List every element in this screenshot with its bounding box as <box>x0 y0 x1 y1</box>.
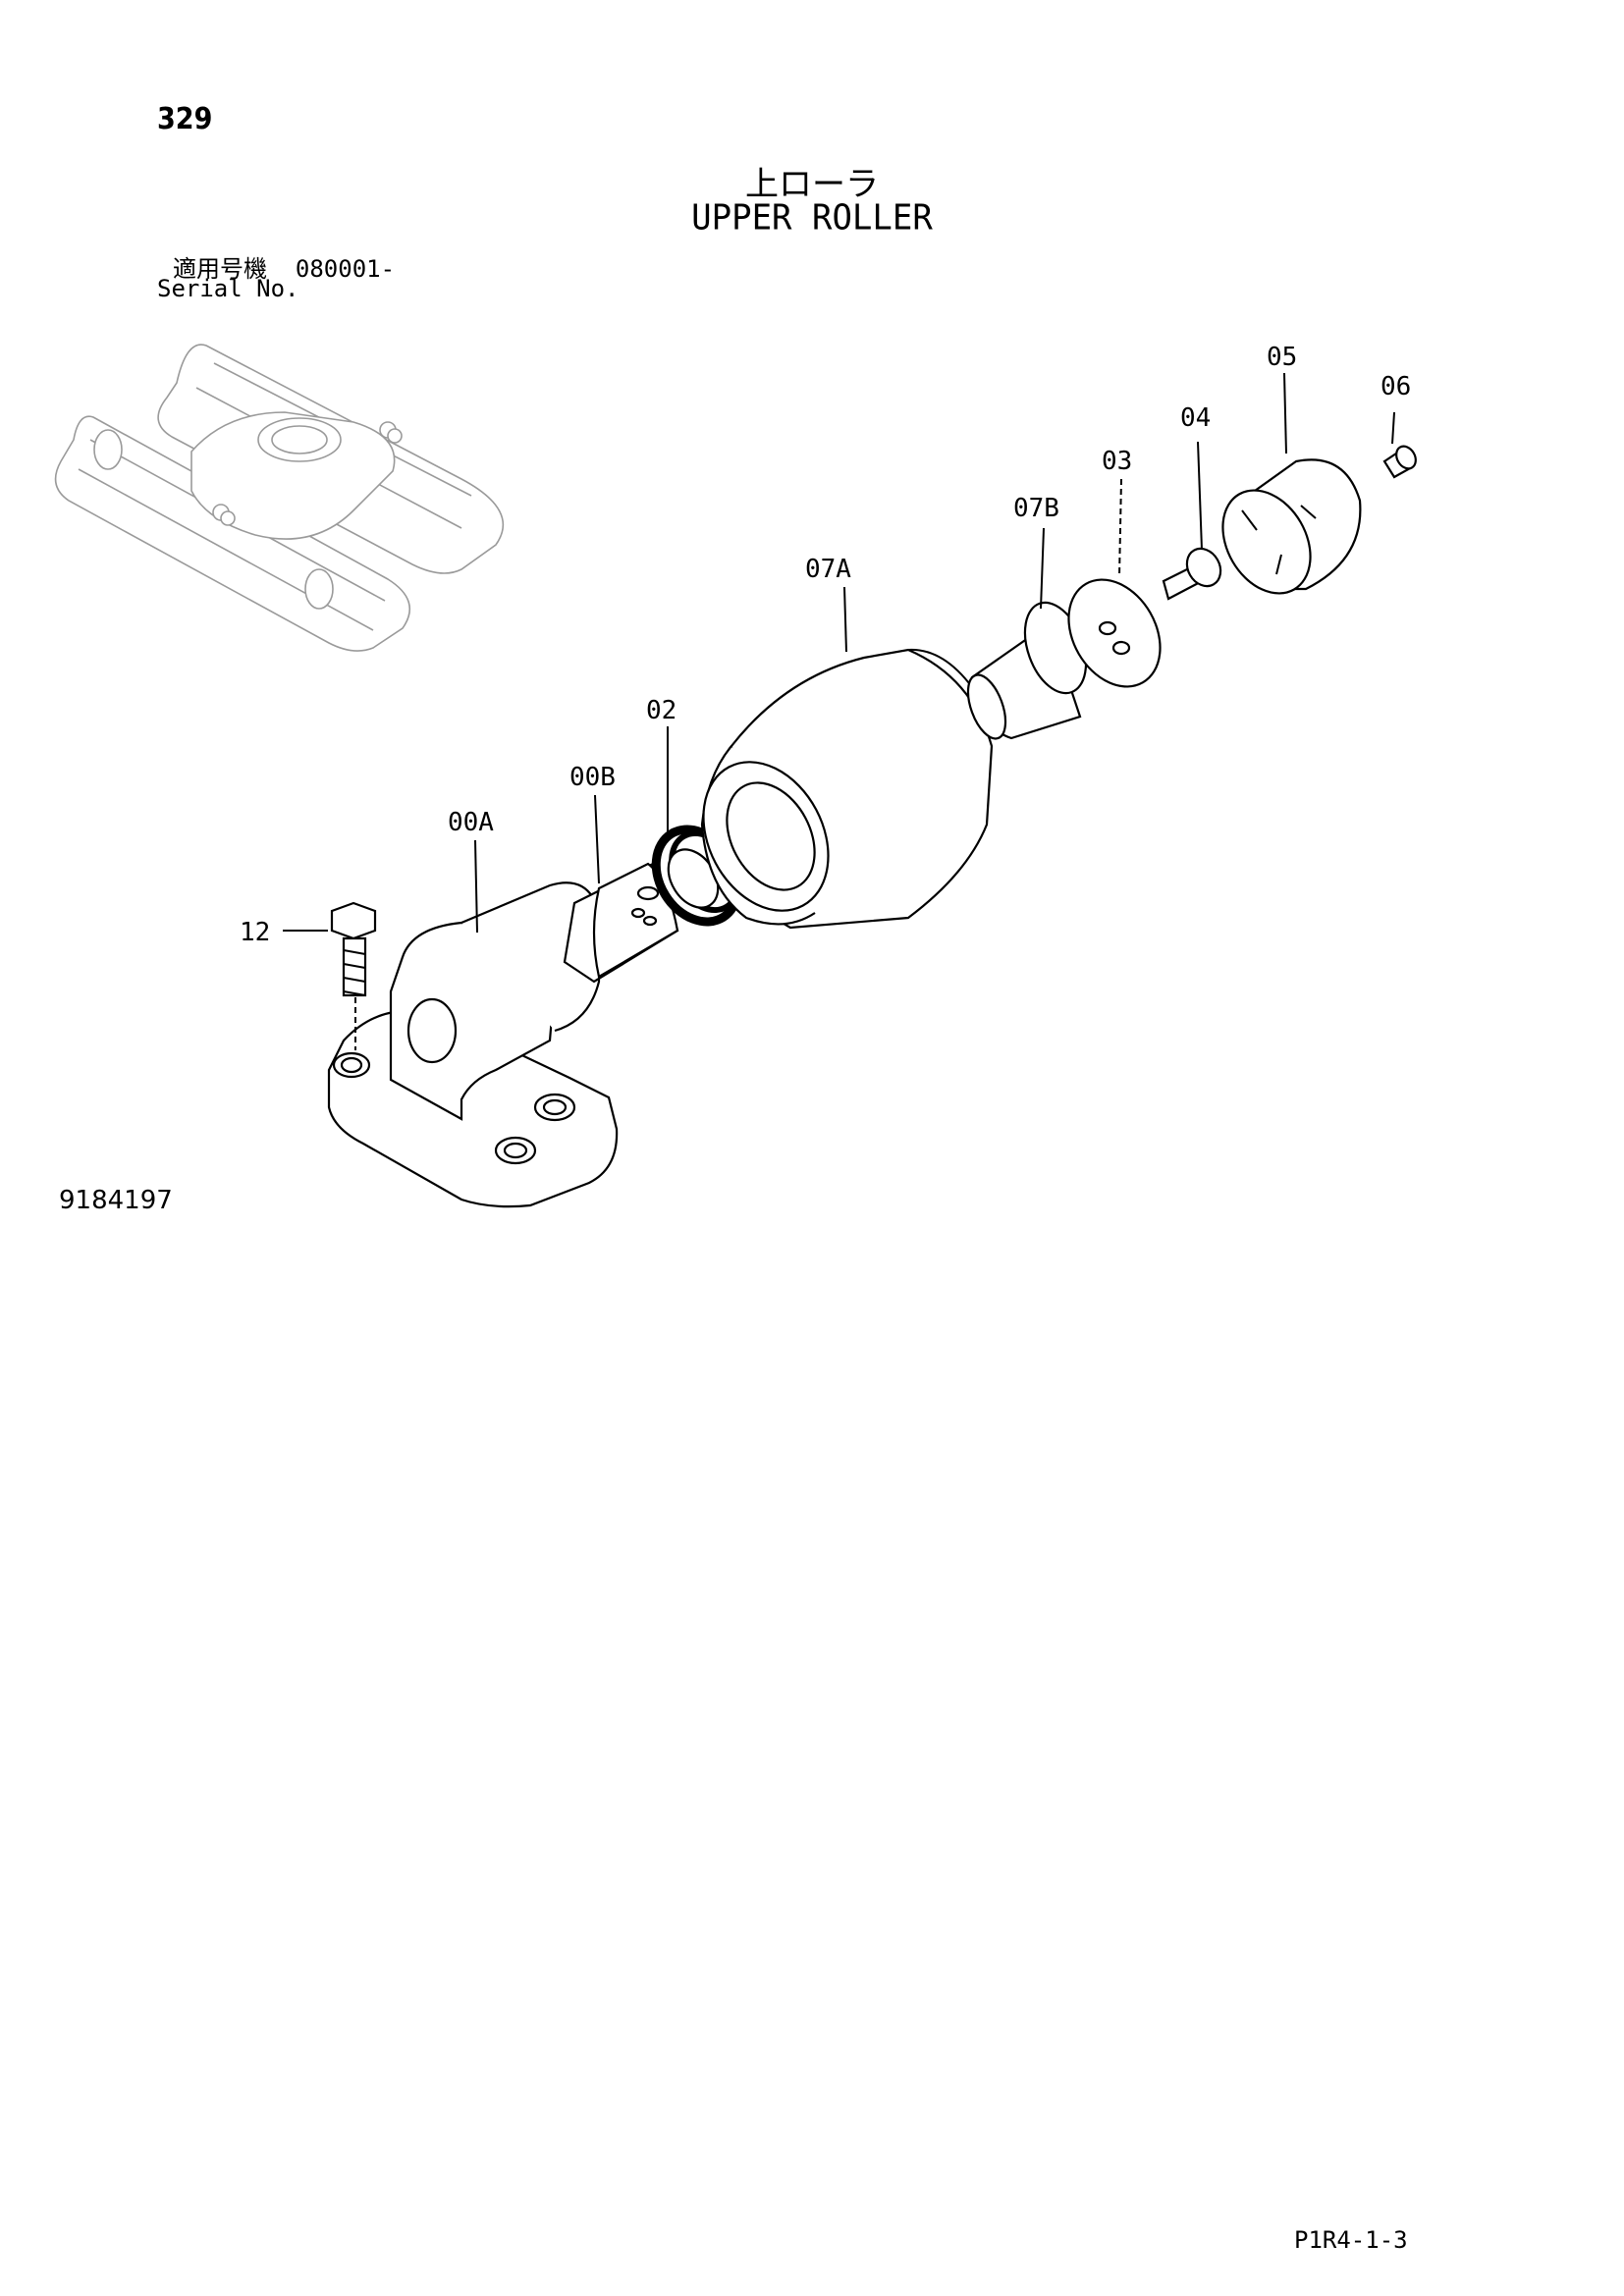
part-04-screw <box>1162 547 1222 601</box>
callout-07B: 07B <box>1013 494 1059 523</box>
part-00B-shaft <box>563 862 679 984</box>
drawing-number: 9184197 <box>59 1186 173 1215</box>
callout-07A: 07A <box>805 555 851 584</box>
callout-00B: 00B <box>569 763 616 792</box>
callout-leaders <box>283 372 1395 1050</box>
page-title-english: UPPER ROLLER <box>691 197 933 239</box>
sheet-reference: P1R4-1-3 <box>1294 2226 1408 2254</box>
callout-04: 04 <box>1180 403 1211 433</box>
page-title-japanese: 上ローラ <box>745 165 879 204</box>
callout-03: 03 <box>1102 447 1132 476</box>
part-07A-roller <box>700 648 994 930</box>
part-03-plate <box>1067 578 1162 688</box>
callout-12: 12 <box>240 918 270 947</box>
undercarriage-locator-sketch <box>54 344 505 652</box>
callout-02: 02 <box>646 696 677 725</box>
part-06-plug <box>1382 445 1417 479</box>
callout-labels: 05 06 04 03 07B 07A 02 00B 00A 12 <box>240 343 1411 947</box>
serial-label-japanese: 適用号機 <box>173 255 267 283</box>
part-12-bolt <box>330 901 377 997</box>
serial-applicability: 適用号機 080001- <box>173 249 395 284</box>
page-number: 329 <box>157 102 213 136</box>
callout-06: 06 <box>1380 372 1411 401</box>
serial-value: 080001- <box>295 255 396 283</box>
serial-label-english: Serial No. <box>157 275 299 302</box>
callout-05: 05 <box>1267 343 1297 372</box>
callout-00A: 00A <box>448 808 494 837</box>
part-05-cover <box>1221 458 1362 595</box>
part-00A-bracket <box>327 881 619 1208</box>
